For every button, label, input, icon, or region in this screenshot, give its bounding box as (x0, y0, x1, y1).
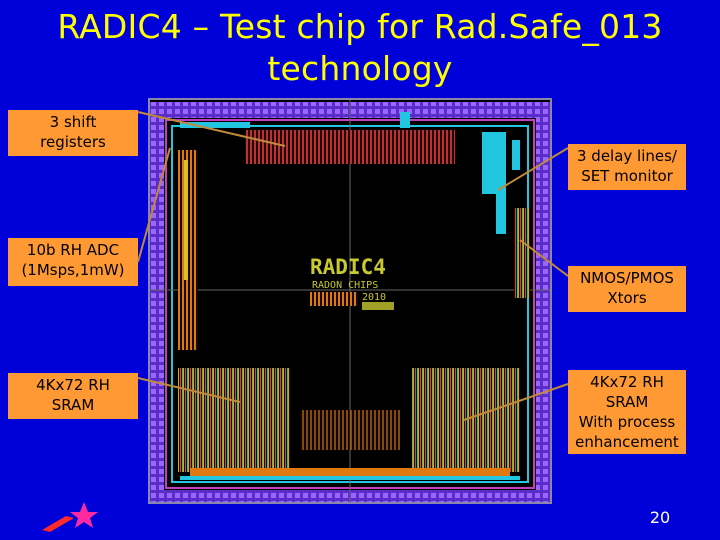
callout-line: (1Msps,1mW) (21, 261, 125, 279)
callout-shift-registers: 3 shift registers (8, 110, 138, 156)
chip-logo-text: RADIC4 (310, 255, 386, 279)
callout-line: 3 shift (49, 113, 97, 131)
callout-line: SET monitor (581, 167, 673, 185)
callout-line: 4Kx72 RH (590, 373, 664, 391)
chip-layout-drawing: RADIC4 RADON CHIPS 2010 (148, 100, 552, 506)
chip-logo-year: 2010 (362, 292, 386, 303)
callout-line: 3 delay lines/ (576, 147, 677, 165)
callout-sram-left: 4Kx72 RH SRAM (8, 373, 138, 419)
callout-delay-lines: 3 delay lines/ SET monitor (568, 144, 686, 190)
callout-adc: 10b RH ADC (1Msps,1mW) (8, 238, 138, 286)
page-number: 20 (649, 508, 671, 527)
callout-line: NMOS/PMOS (580, 269, 674, 287)
callout-line: Xtors (607, 289, 647, 307)
callout-line: 10b RH ADC (26, 241, 120, 259)
title-line-1: RADIC4 – Test chip for Rad.Safe_013 (57, 7, 663, 46)
chip-layout-image: RADIC4 RADON CHIPS 2010 (148, 98, 552, 506)
callout-line: SRAM (605, 393, 649, 411)
callout-line: registers (40, 133, 106, 151)
callout-line: 4Kx72 RH (36, 376, 110, 394)
star-logo (42, 502, 98, 532)
callout-line: SRAM (51, 396, 95, 414)
callout-sram-right: 4Kx72 RH SRAM With process enhancement (568, 370, 686, 454)
callout-xtors: NMOS/PMOS Xtors (568, 266, 686, 312)
title-line-2: technology (267, 49, 453, 88)
slide-title: RADIC4 – Test chip for Rad.Safe_013 tech… (40, 6, 680, 90)
callout-line: enhancement (575, 433, 679, 451)
callout-line: With process (578, 413, 676, 431)
chip-logo-subtext: RADON CHIPS (312, 280, 378, 291)
